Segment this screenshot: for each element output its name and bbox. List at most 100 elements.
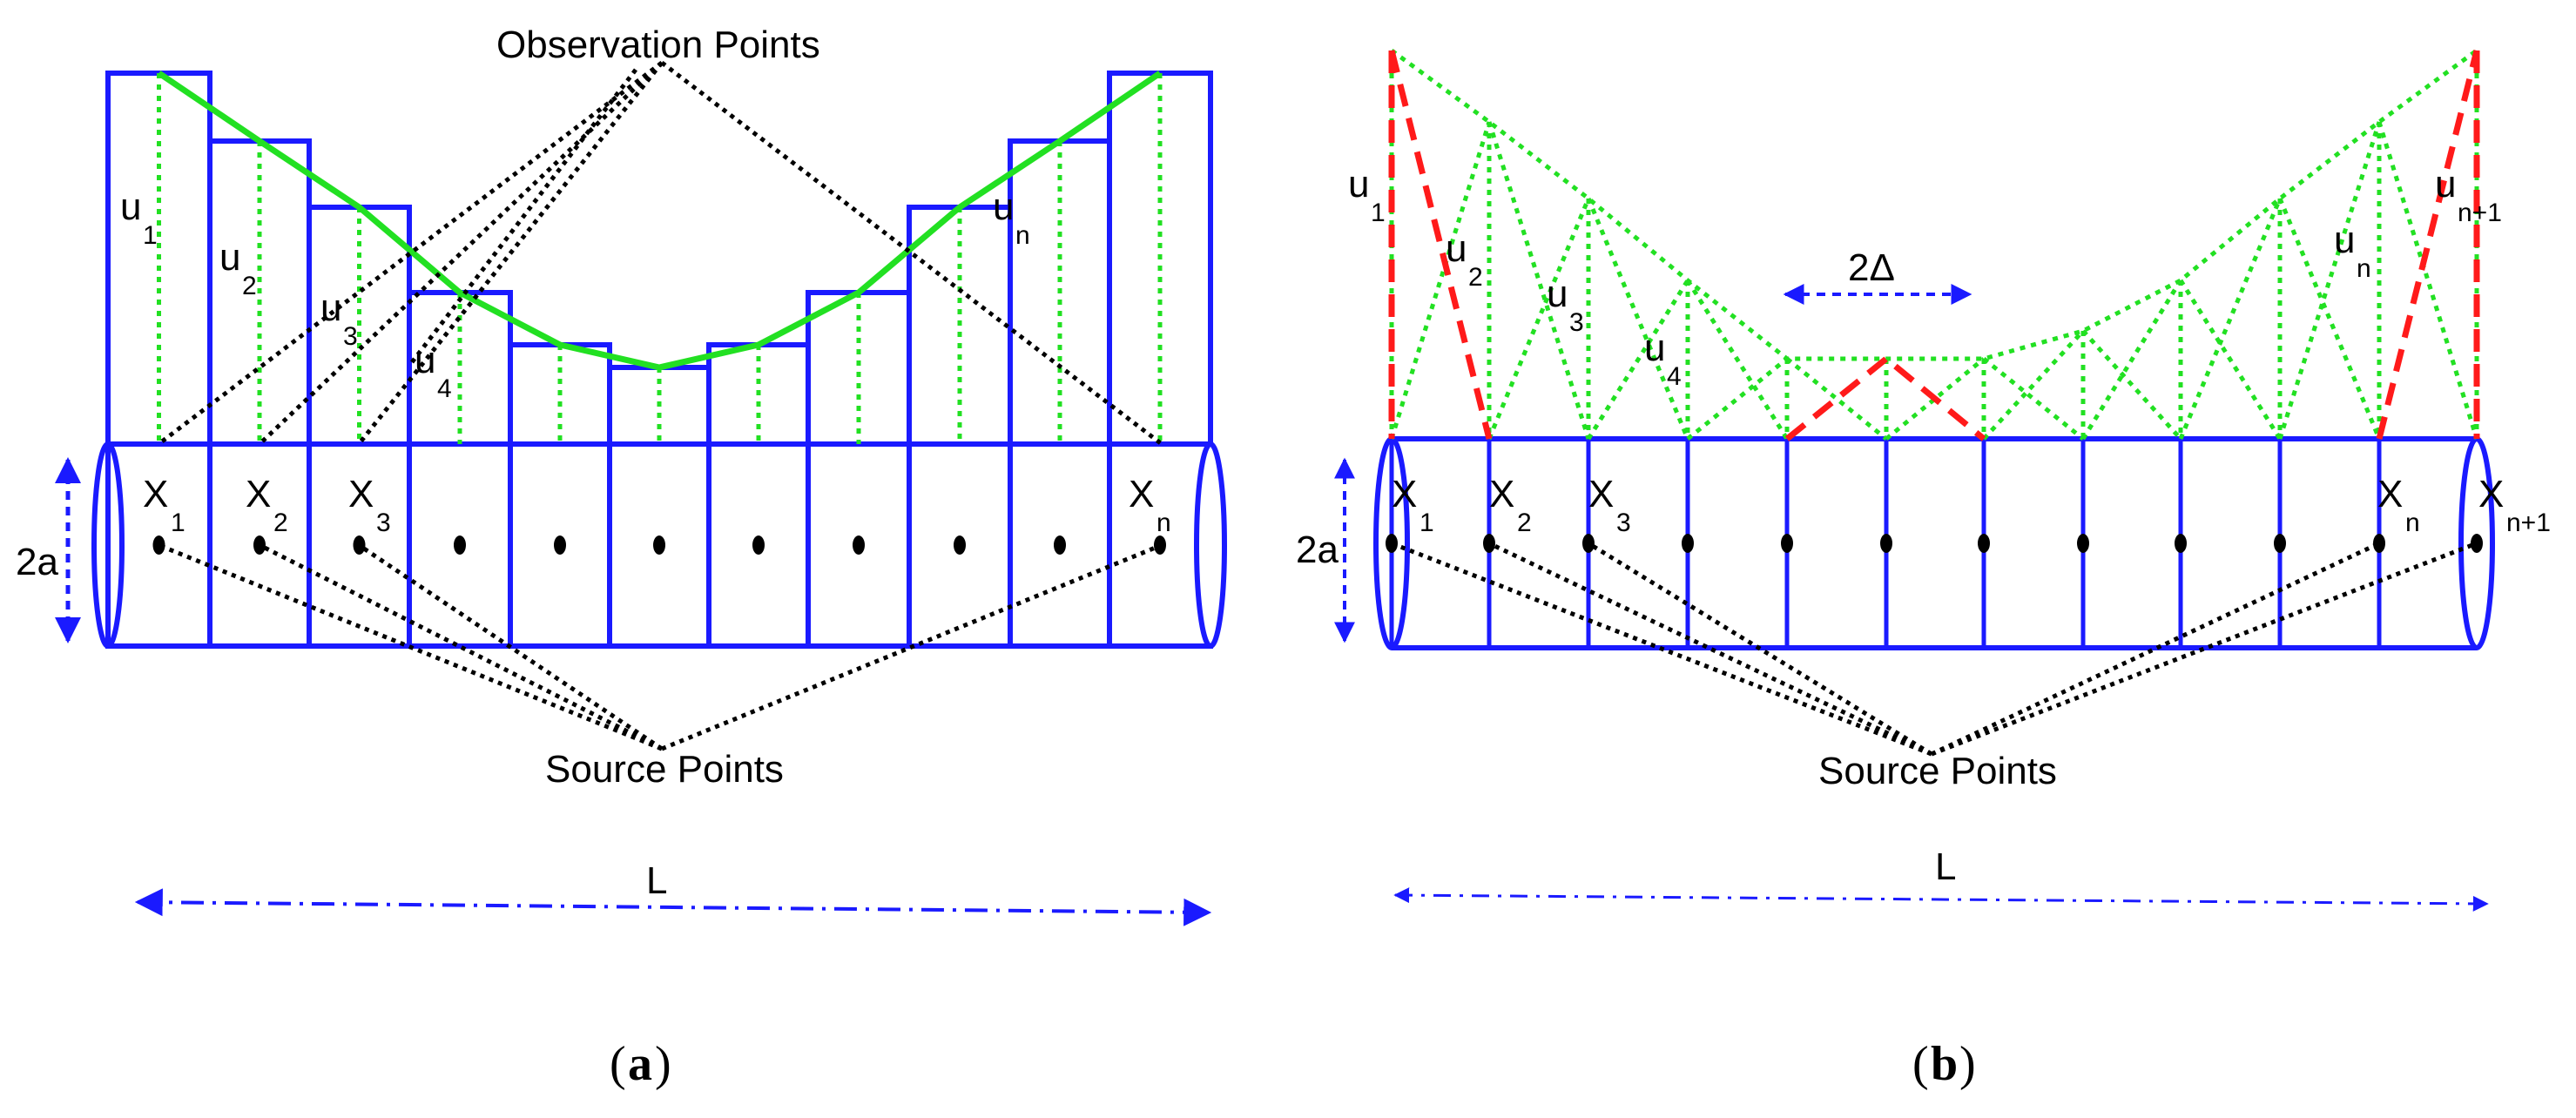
svg-text:2: 2 — [1468, 263, 1483, 292]
source-point — [2471, 534, 2483, 553]
delta-label: 2Δ — [1848, 246, 1895, 289]
svg-text:X: X — [1489, 473, 1514, 515]
leader-line — [357, 61, 664, 446]
cylinder-left-end — [91, 441, 125, 649]
x-label-2: X2 — [246, 473, 288, 537]
svg-text:2: 2 — [273, 508, 288, 537]
leader-line — [1931, 541, 2478, 757]
svg-text:u: u — [2334, 219, 2355, 261]
svg-text:X: X — [348, 473, 374, 515]
u-label-b-n: un — [2334, 219, 2371, 283]
source-point — [2077, 534, 2089, 553]
source-point — [1054, 535, 1066, 555]
svg-text:1: 1 — [171, 508, 185, 537]
source-point — [554, 535, 566, 555]
leader-lines-a — [157, 61, 1163, 751]
triangle-right — [2377, 121, 2479, 440]
svg-text:(: ( — [1912, 1037, 1929, 1091]
source-point — [1582, 534, 1595, 553]
svg-text:a: a — [628, 1037, 652, 1091]
red-end-left-slope — [1388, 50, 1493, 440]
source-point — [853, 535, 865, 555]
source-points-label-a: Source Points — [545, 748, 784, 791]
svg-text:n+1: n+1 — [2506, 508, 2551, 537]
leader-line — [158, 542, 663, 751]
triangle-right — [1487, 121, 1591, 440]
source-points-label-b: Source Points — [1818, 750, 2057, 792]
svg-text:X: X — [1588, 473, 1614, 515]
svg-text:n: n — [1157, 508, 1171, 537]
svg-text:): ) — [655, 1037, 671, 1091]
leader-line — [258, 61, 664, 446]
svg-text:3: 3 — [343, 322, 358, 351]
source-point — [653, 535, 665, 555]
source-point — [2373, 534, 2385, 553]
triangle-right — [1982, 357, 2085, 441]
svg-text:u: u — [1446, 227, 1467, 270]
source-points-b — [1386, 534, 2483, 553]
leader-line — [357, 542, 664, 751]
source-point — [1154, 535, 1166, 555]
svg-text:2: 2 — [242, 272, 257, 300]
length-arrow-b — [1393, 887, 2489, 912]
source-point — [1978, 534, 1990, 553]
svg-text:X: X — [2377, 473, 2403, 515]
leader-lines-b — [1391, 541, 2478, 757]
red-end-right-slope — [2376, 50, 2480, 440]
source-point — [954, 535, 966, 555]
triangle-left — [1487, 198, 1591, 440]
leader-line — [661, 542, 1163, 751]
caption-a: ( a ) — [610, 1037, 671, 1091]
svg-text:n+1: n+1 — [2458, 199, 2502, 227]
triangle-left — [2277, 121, 2382, 440]
u-label-b-2: u2 — [1446, 227, 1483, 292]
leader-line — [408, 68, 637, 367]
svg-text:X: X — [143, 473, 168, 515]
source-point — [1781, 534, 1793, 553]
step-bar — [806, 290, 912, 649]
svg-text:3: 3 — [376, 508, 391, 537]
triangle-basis-green — [1389, 48, 2479, 441]
svg-text:1: 1 — [143, 221, 158, 250]
svg-text:3: 3 — [1569, 308, 1584, 337]
x-label-1: X1 — [143, 473, 185, 537]
source-point — [2175, 534, 2187, 553]
svg-text:X: X — [1392, 473, 1417, 515]
length-label-b: L — [1935, 845, 1956, 888]
source-point — [152, 535, 165, 555]
svg-text:4: 4 — [1667, 362, 1682, 391]
svg-text:n: n — [2357, 254, 2371, 283]
x-label-b-n1: Xn+1 — [2478, 473, 2551, 537]
triangle-left — [1389, 121, 1492, 440]
x-label-b-3: X3 — [1588, 473, 1631, 537]
caption-b: ( b ) — [1912, 1037, 1976, 1091]
leader-line — [1930, 541, 2381, 757]
triangle-left — [1586, 279, 1690, 441]
u-label-n: un — [993, 185, 1030, 250]
svg-text:4: 4 — [437, 374, 452, 403]
observation-green-lines — [157, 71, 1163, 444]
end-triangles-red — [1388, 50, 2480, 441]
svg-text:u: u — [2435, 163, 2456, 205]
length-arrow-a — [134, 888, 1212, 926]
svg-text:1: 1 — [1371, 199, 1386, 227]
svg-text:u: u — [1547, 273, 1568, 315]
source-point — [253, 535, 266, 555]
svg-text:3: 3 — [1616, 508, 1631, 537]
svg-text:X: X — [1129, 473, 1154, 515]
radius-label-b: 2a — [1296, 529, 1339, 571]
svg-text:u: u — [415, 339, 435, 381]
triangle-left — [1885, 357, 1986, 441]
svg-text:u: u — [1348, 163, 1369, 205]
svg-text:u: u — [120, 185, 141, 228]
svg-text:(: ( — [610, 1037, 626, 1091]
svg-text:1: 1 — [1419, 508, 1434, 537]
leader-line — [1587, 541, 1933, 757]
svg-text:n: n — [2405, 508, 2420, 537]
panel-a-piecewise-constant: Observation Points Source Points u1 u2 u… — [16, 24, 1227, 1091]
radius-label-a: 2a — [16, 541, 58, 583]
u-label-b-1: u1 — [1348, 163, 1386, 227]
source-point — [353, 535, 366, 555]
source-point — [2274, 534, 2286, 553]
svg-text:X: X — [246, 473, 271, 515]
